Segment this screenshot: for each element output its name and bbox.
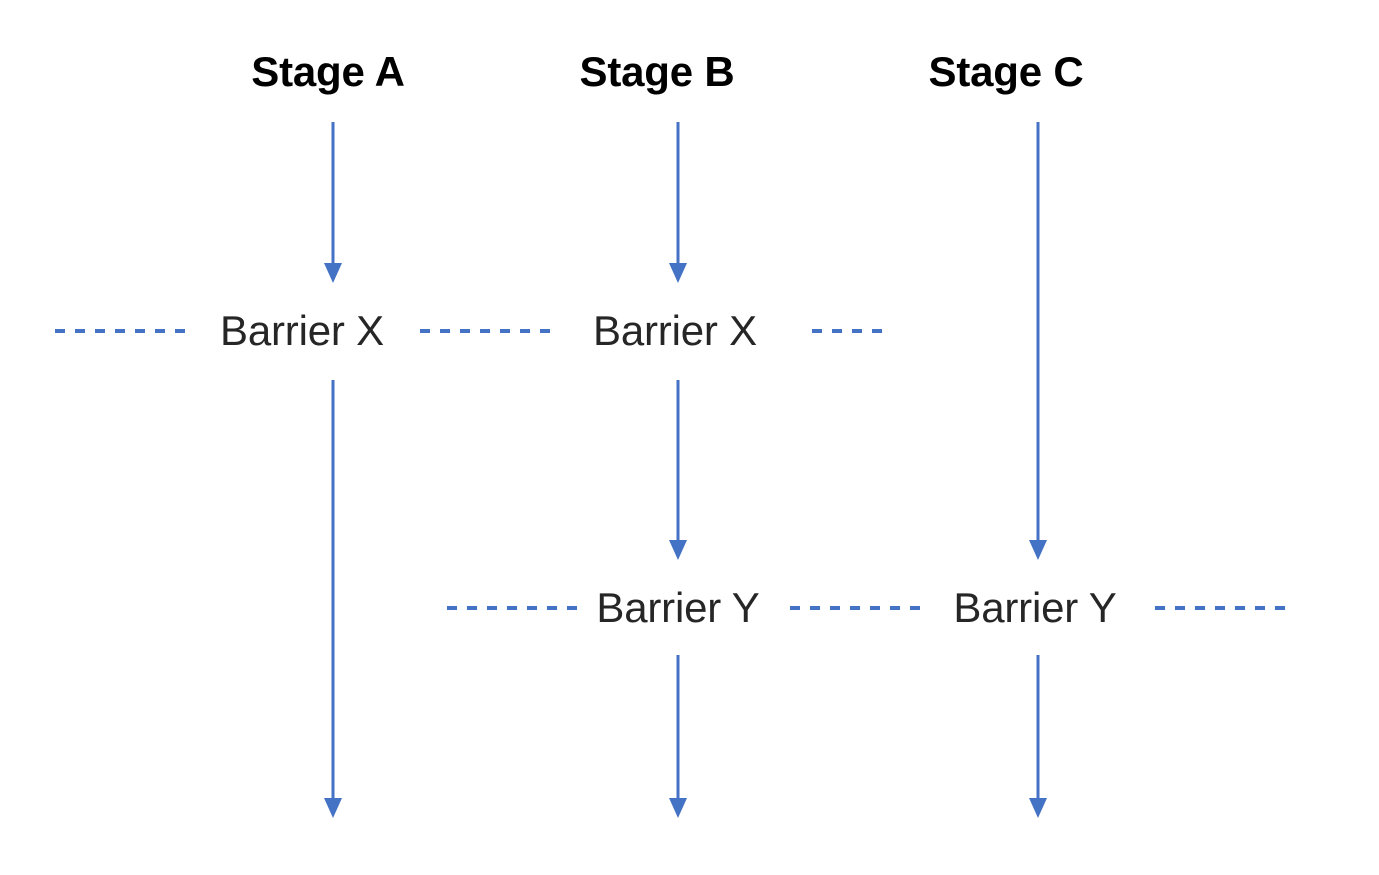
stage-label-b: Stage B xyxy=(579,48,735,95)
arrow-head-icon xyxy=(669,540,687,560)
arrows-group xyxy=(324,122,1047,818)
barrier-label-barrier-y-c: Barrier Y xyxy=(943,587,1127,629)
arrow-head-icon xyxy=(669,263,687,283)
flow-arrow xyxy=(324,380,342,818)
arrow-head-icon xyxy=(324,798,342,818)
arrow-head-icon xyxy=(1029,540,1047,560)
stage-label-c: Stage C xyxy=(928,48,1084,95)
barrier-label-barrier-x-a: Barrier X xyxy=(210,310,394,352)
arrow-head-icon xyxy=(1029,798,1047,818)
flow-arrow xyxy=(1029,655,1047,818)
arrow-head-icon xyxy=(324,263,342,283)
barrier-label-barrier-x-b: Barrier X xyxy=(583,310,767,352)
arrow-head-icon xyxy=(669,798,687,818)
flow-arrow xyxy=(1029,122,1047,560)
stage-label-a: Stage A xyxy=(251,48,405,95)
flow-arrow xyxy=(669,655,687,818)
flow-arrow xyxy=(669,122,687,283)
barrier-label-barrier-y-b: Barrier Y xyxy=(586,587,770,629)
flow-arrow xyxy=(324,122,342,283)
dashed-links-group xyxy=(55,329,1288,610)
flow-arrow xyxy=(669,380,687,560)
